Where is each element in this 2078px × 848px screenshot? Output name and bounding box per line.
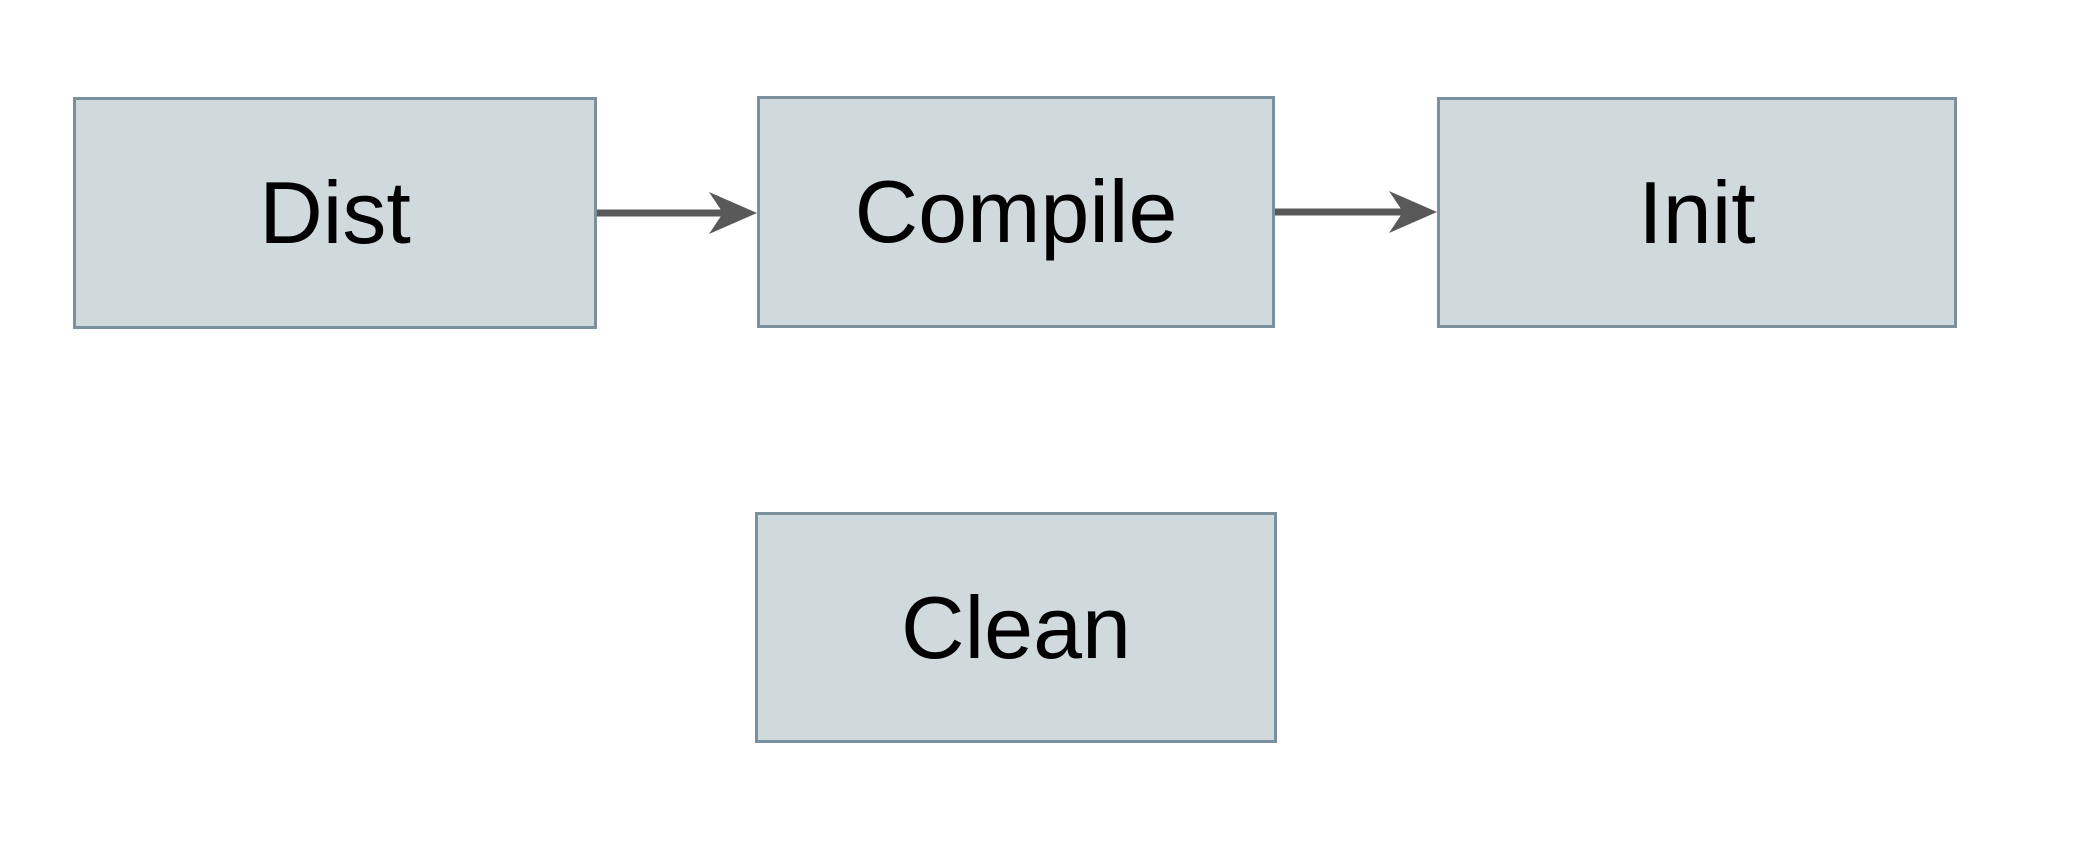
node-clean-label: Clean <box>901 577 1131 677</box>
node-init: Init <box>1437 97 1957 328</box>
node-init-label: Init <box>1638 162 1756 262</box>
node-dist: Dist <box>73 97 597 329</box>
node-dist-label: Dist <box>259 163 411 262</box>
node-clean: Clean <box>755 512 1277 743</box>
node-compile: Compile <box>757 96 1275 328</box>
node-compile-label: Compile <box>854 162 1178 261</box>
